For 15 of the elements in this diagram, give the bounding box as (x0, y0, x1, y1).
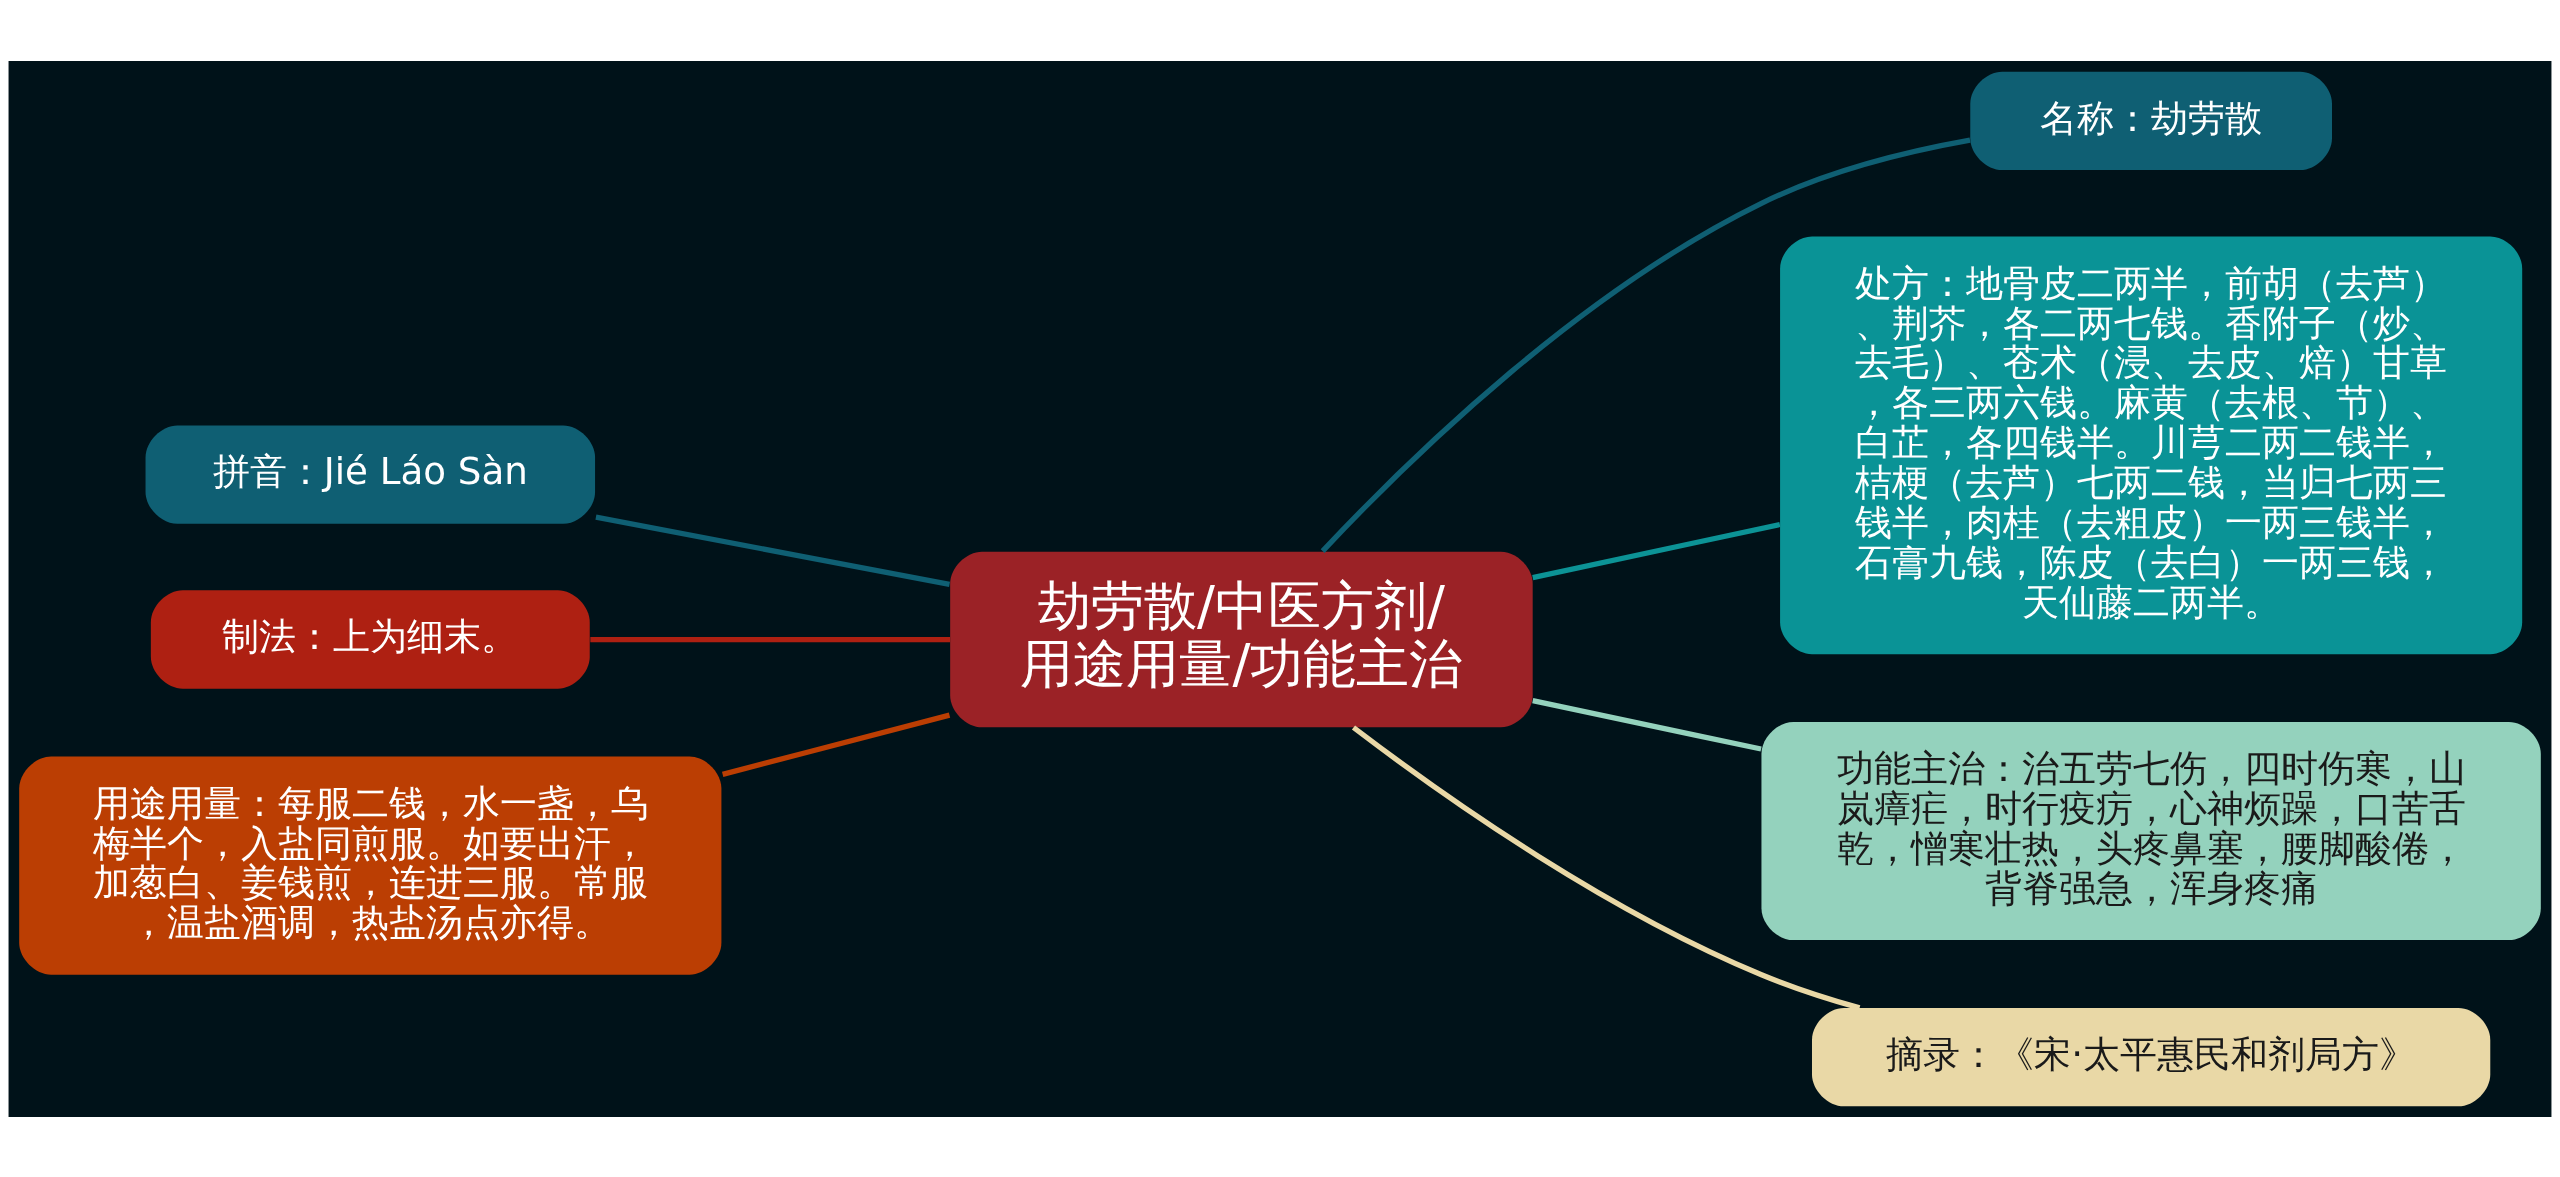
node-box: 拼音：Jié Láo Sàn (145, 424, 596, 524)
node-box: 处方：地骨皮二两半，前胡（去芦）、荆芥，各二两七钱。香附子（炒、去毛）、苍术（浸、去皮、焙）甘草，各三两六钱。麻黄（去根、节）、白芷，各四钱半。川芎二两二钱半，桔梗（去芦）七两二钱，当归七两三钱半，肉桂（去粗皮）一两三钱半，石膏九钱，陈皮（去白）一两三钱，天仙藤二两半。 (1780, 236, 2523, 654)
node-box: 制法：上为细末。 (150, 589, 590, 689)
node-box: 摘录：《宋·太平惠民和剂局方》 (1812, 1007, 2491, 1106)
connector (590, 636, 951, 642)
node-box: 功能主治：治五劳七伤，四时伤寒，山岚瘴疟，时行疫疠，心神烦躁，口苦舌乾，憎寒壮热，头疼鼻塞，腰脚酸倦，背脊强急，浑身疼痛 (1761, 721, 2541, 940)
connector (1532, 521, 1781, 580)
connector (1351, 724, 1861, 1010)
node-box: 名称：劫劳散 (1970, 71, 2332, 170)
node-box: 劫劳散/中医方剂/用途用量/功能主治 (950, 551, 1533, 727)
connector (1532, 697, 1762, 752)
node-box: 用途用量：每服二钱，水一盏，乌梅半个，入盐同煎服。如要出汗，加葱白、姜钱煎，连进三服。常服，温盐酒调，热盐汤点亦得。 (19, 756, 722, 975)
connector (1320, 137, 1971, 553)
connector (595, 514, 951, 587)
connector (721, 712, 951, 777)
